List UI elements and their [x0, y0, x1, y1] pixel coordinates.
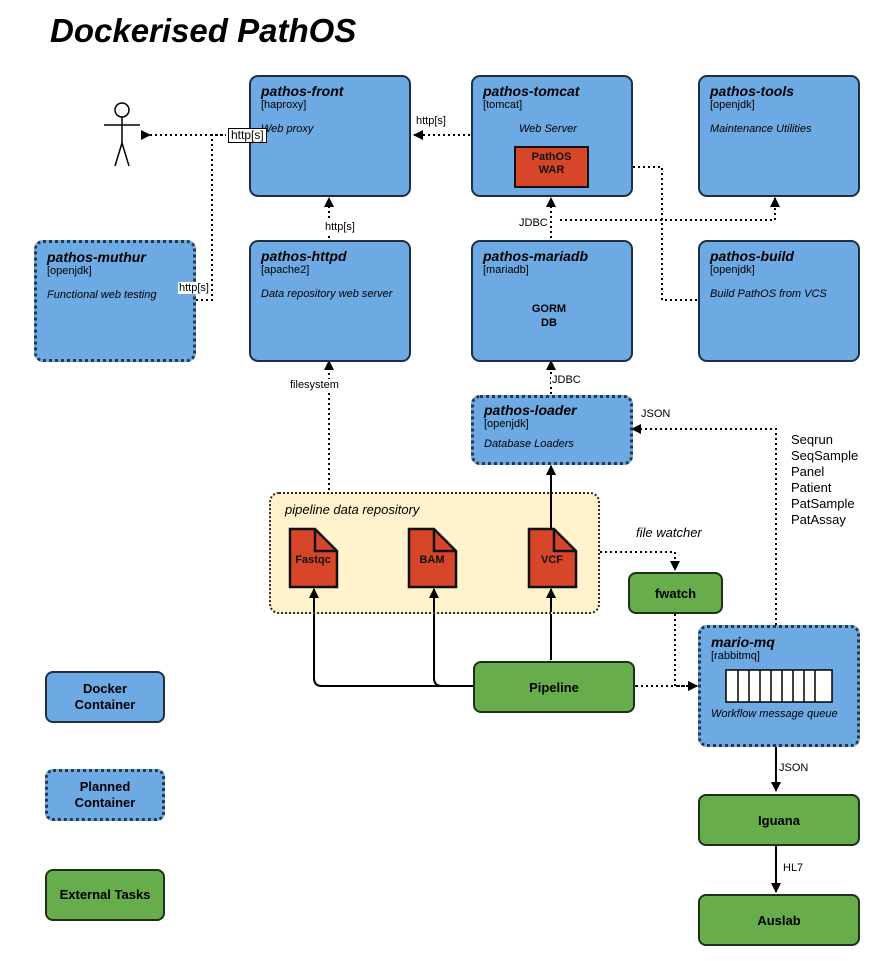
edge-build-war	[591, 162, 697, 301]
pathos-war-artifact: PathOS WAR	[514, 146, 589, 188]
container-name: pathos-muthur	[47, 249, 146, 265]
container-tech: [haproxy]	[261, 99, 307, 111]
filesystem-label: filesystem	[289, 379, 340, 391]
pathos-build-container: pathos-build [openjdk] Build PathOS from…	[698, 240, 860, 362]
container-tech: [openjdk]	[710, 99, 755, 111]
edge-muthur-front	[196, 134, 226, 301]
gorm-db-label: GORM DB	[510, 302, 588, 330]
container-name: pathos-tomcat	[483, 83, 580, 99]
container-name: mario-mq	[711, 634, 775, 650]
message-type: SeqSample	[791, 448, 859, 463]
iguana-task: Iguana	[698, 794, 860, 846]
pathos-tools-container: pathos-tools [openjdk] Maintenance Utili…	[698, 75, 860, 197]
container-name: pathos-build	[710, 248, 794, 264]
container-tech: [apache2]	[261, 264, 310, 276]
container-desc: Workflow message queue	[711, 708, 838, 720]
db-label-line1: GORM	[531, 303, 567, 315]
json-mq-label: JSON	[778, 762, 810, 774]
pathos-loader-container: pathos-loader [openjdk] Database Loaders	[471, 395, 633, 465]
edge-build-tools	[560, 197, 780, 221]
war-label-line1: PathOS	[531, 151, 572, 163]
message-types-list: Seqrun SeqSample Panel Patient PatSample…	[791, 432, 858, 528]
legend-external-tasks: External Tasks	[45, 869, 165, 921]
pipeline-data-repository: pipeline data repository	[269, 492, 600, 614]
container-desc: Maintenance Utilities	[710, 123, 812, 135]
container-desc: Build PathOS from VCS	[710, 288, 827, 300]
war-label-line2: WAR	[538, 164, 565, 176]
pipeline-task: Pipeline	[473, 661, 635, 713]
fwatch-task: fwatch	[628, 572, 723, 614]
legend-external-label: External Tasks	[59, 887, 151, 902]
legend-planned-line2: Container	[74, 795, 136, 810]
diagram-title: Dockerised PathOS	[50, 12, 357, 49]
legend-docker-container: Docker Container	[45, 671, 165, 723]
legend-planned-container: Planned Container	[45, 769, 165, 821]
legend-docker-line1: Docker	[82, 681, 128, 696]
file-watcher-label: file watcher	[636, 525, 702, 540]
container-tech: [rabbitmq]	[711, 650, 760, 662]
user-actor-icon	[104, 102, 140, 167]
http-tomcat-label: http[s]	[415, 115, 447, 127]
jdbc-tomcat-label: JDBC	[518, 217, 549, 229]
edge-mq-loader	[631, 424, 777, 625]
edge-pipeline-bam	[429, 588, 474, 687]
container-name: pathos-loader	[484, 402, 577, 418]
container-tech: [openjdk]	[47, 265, 92, 277]
legend-planned-line1: Planned	[79, 779, 131, 794]
pathos-muthur-container: pathos-muthur [openjdk] Functional web t…	[34, 240, 196, 362]
container-tech: [openjdk]	[484, 418, 529, 430]
message-type: Patient	[791, 480, 832, 495]
auslab-task: Auslab	[698, 894, 860, 946]
message-type: PatAssay	[791, 512, 846, 527]
container-desc: Web Server	[519, 123, 577, 135]
jdbc-loader-label: JDBC	[551, 374, 582, 386]
repository-label: pipeline data repository	[285, 502, 420, 517]
queue-icon	[725, 669, 833, 703]
message-type: Seqrun	[791, 432, 833, 447]
http-muthur-label: http[s]	[178, 282, 210, 294]
container-desc: Web proxy	[261, 123, 314, 135]
pathos-mariadb-container: pathos-mariadb [mariadb]	[471, 240, 633, 362]
container-name: pathos-tools	[710, 83, 794, 99]
container-tech: [openjdk]	[710, 264, 755, 276]
pathos-httpd-container: pathos-httpd [apache2] Data repository w…	[249, 240, 411, 362]
message-type: Panel	[791, 464, 825, 479]
http-httpd-label: http[s]	[324, 221, 356, 233]
json-loader-label: JSON	[640, 408, 672, 420]
legend-docker-line2: Container	[74, 697, 136, 712]
http-front-label: http[s]	[228, 128, 267, 143]
edge-repo-fwatch	[600, 551, 680, 571]
edge-fwatch-mq	[674, 614, 698, 691]
hl7-label: HL7	[782, 862, 805, 874]
pathos-front-container: pathos-front [haproxy] Web proxy	[249, 75, 411, 197]
container-name: pathos-httpd	[261, 248, 347, 264]
container-tech: [tomcat]	[483, 99, 523, 111]
container-tech: [mariadb]	[483, 264, 529, 276]
db-label-line2: DB	[541, 317, 557, 329]
container-desc: Data repository web server	[261, 288, 393, 300]
edge-pipeline-fastqc	[309, 588, 474, 687]
message-type: PatSample	[791, 496, 855, 511]
container-desc: Functional web testing	[47, 289, 157, 301]
container-name: pathos-front	[261, 83, 344, 99]
container-desc: Database Loaders	[484, 438, 574, 450]
container-name: pathos-mariadb	[483, 248, 589, 264]
